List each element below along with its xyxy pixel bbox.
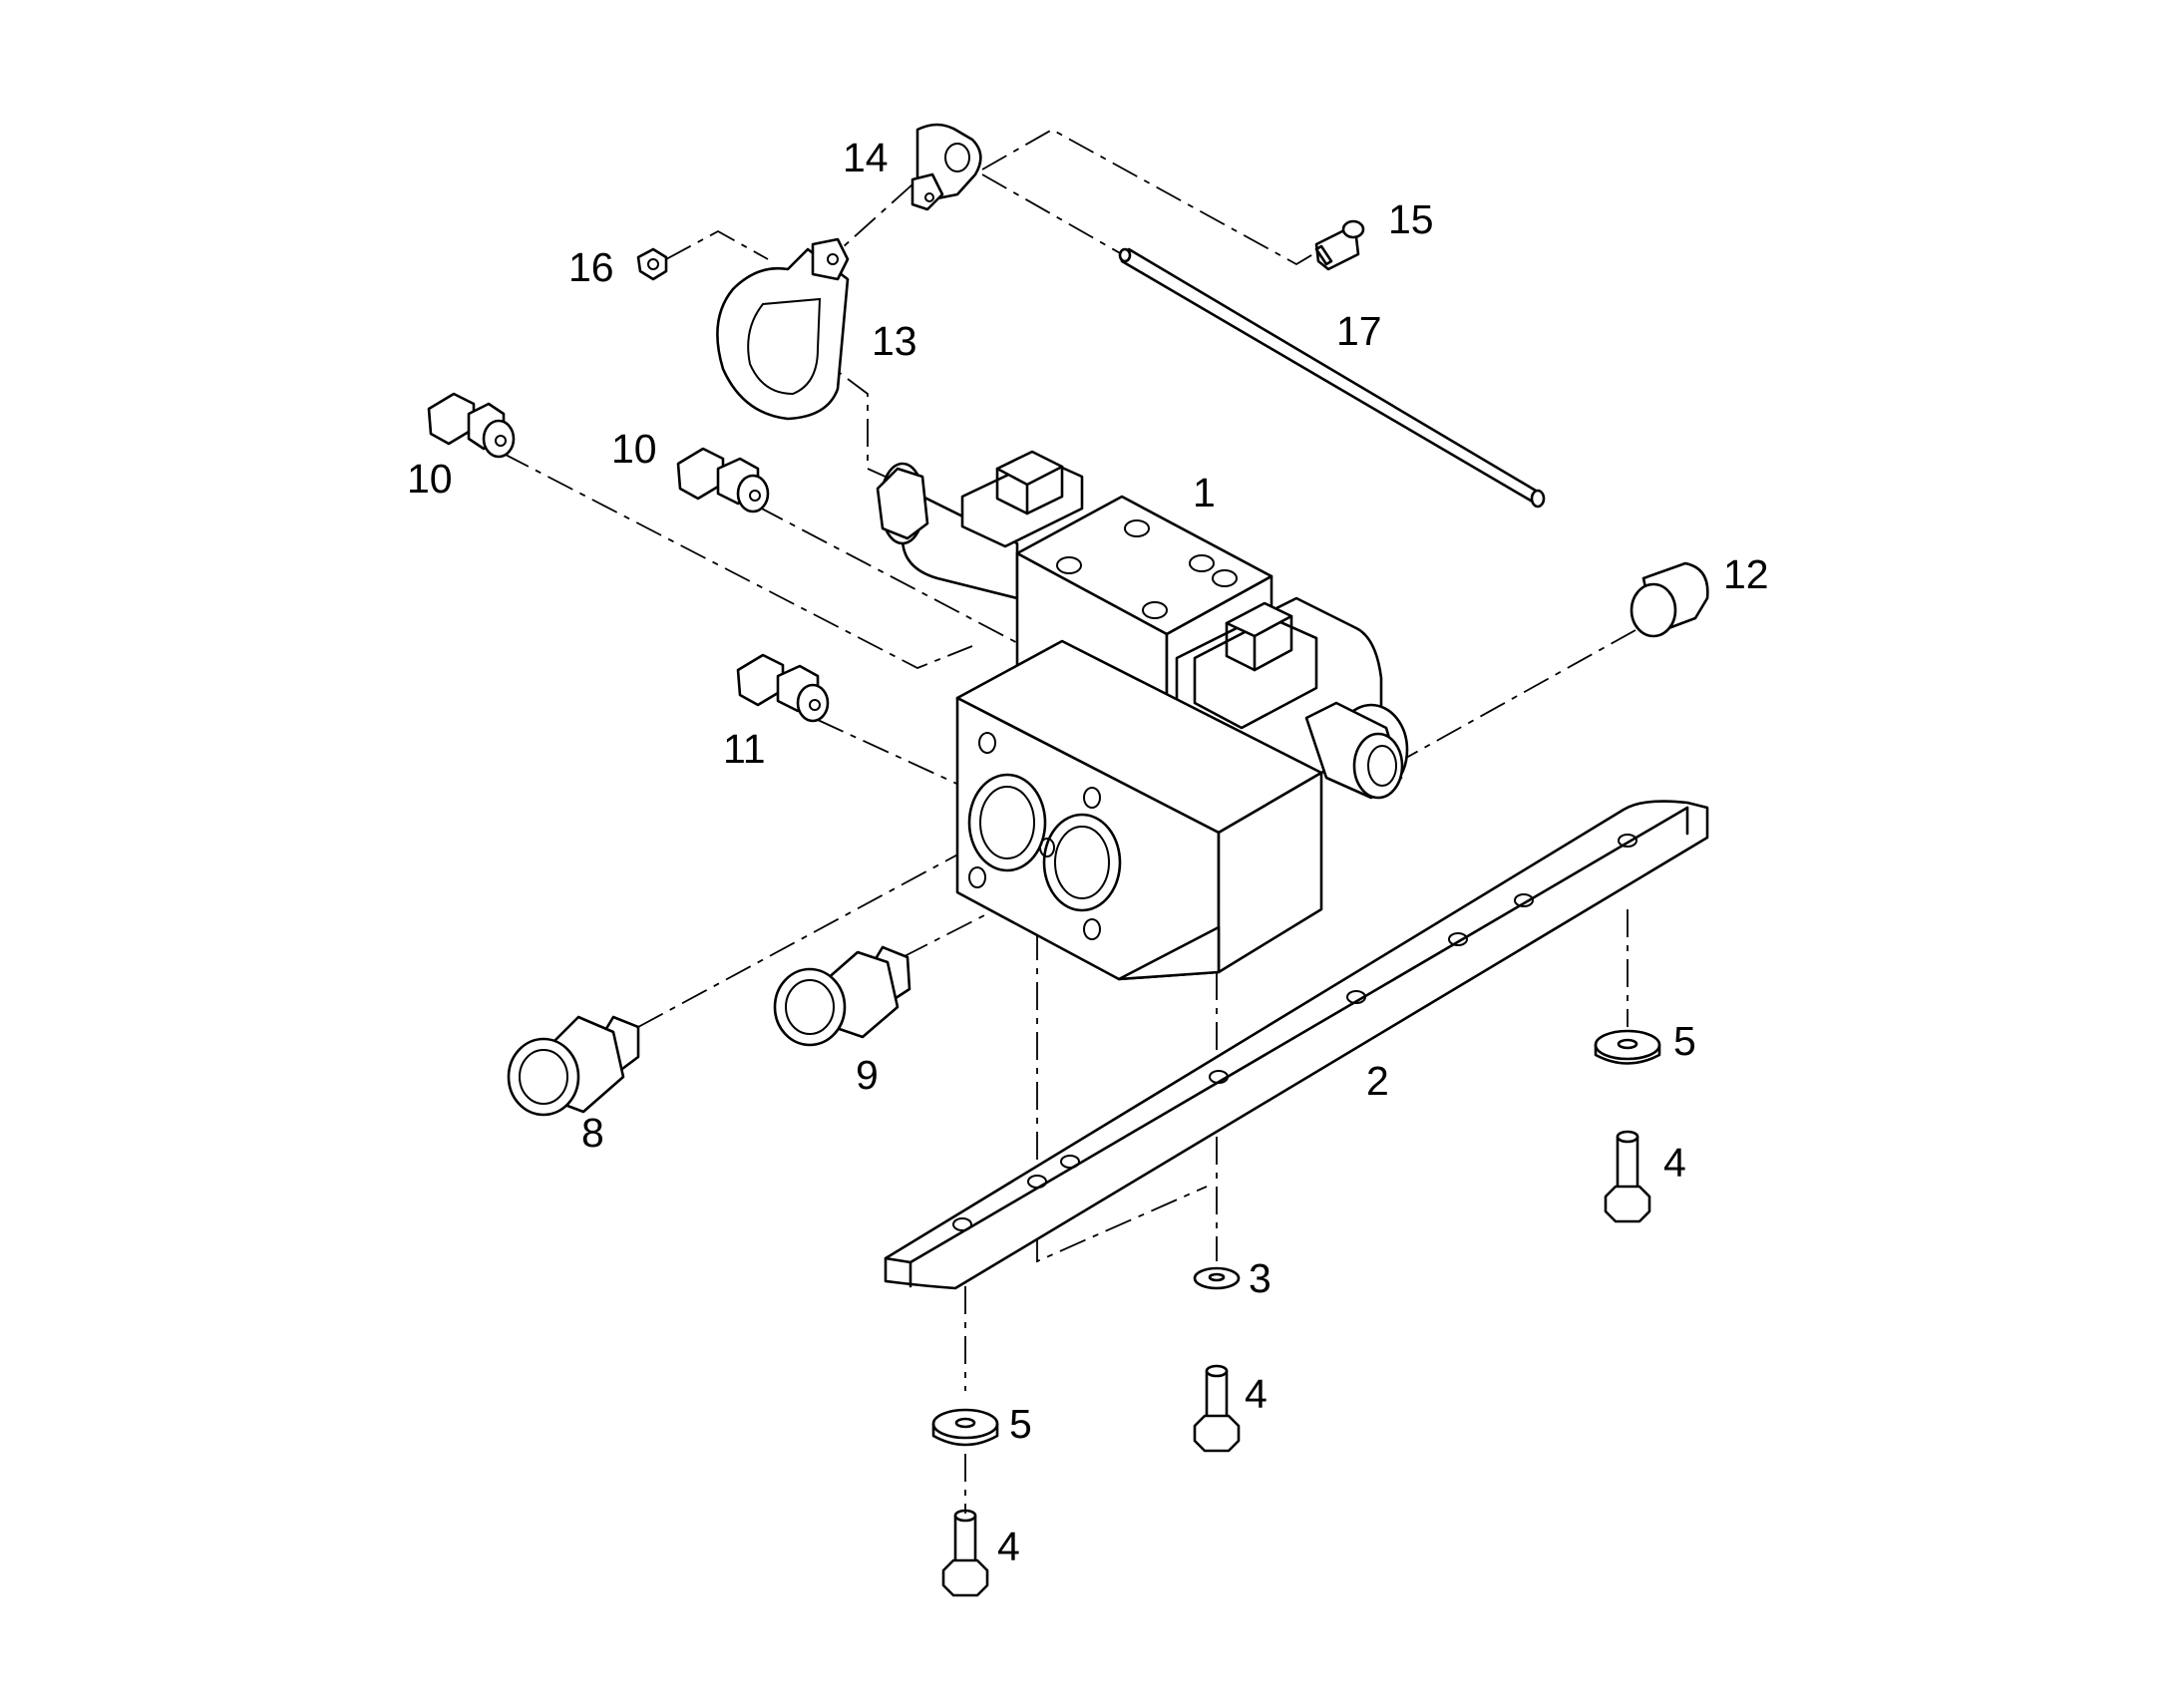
callout-14: 14	[843, 135, 889, 180]
callout-5-left: 5	[1009, 1401, 1032, 1447]
plate-holes	[952, 834, 1637, 1231]
washer-5-right	[1594, 1029, 1661, 1065]
callout-1: 1	[1193, 470, 1216, 515]
callout-15: 15	[1388, 196, 1434, 242]
fitting-8	[507, 1015, 640, 1117]
callout-17: 17	[1336, 308, 1382, 354]
bolt-4-right	[1604, 1130, 1651, 1223]
screw-15	[1314, 219, 1365, 271]
mounting-plate	[884, 800, 1709, 1290]
manifold-block	[955, 639, 1323, 981]
callout-9: 9	[856, 1052, 879, 1098]
callout-10-mid: 10	[611, 426, 657, 472]
callout-4-left: 4	[997, 1524, 1020, 1569]
fitting-10-mid	[676, 447, 770, 513]
callout-4-right: 4	[1663, 1140, 1686, 1186]
fitting-9	[773, 945, 911, 1047]
callout-11: 11	[723, 726, 766, 772]
callout-labels: 1 2 3 4 4 4 5 5 8 9 10 10 11 12 13 14 15…	[407, 135, 1769, 1569]
callout-4-mid: 4	[1245, 1371, 1268, 1417]
bolt-4-left	[941, 1454, 989, 1597]
fitting-11	[736, 653, 830, 723]
washer-3	[1193, 1266, 1241, 1290]
nut-16	[636, 247, 668, 281]
callout-16: 16	[568, 244, 614, 290]
plug-12	[1630, 561, 1709, 638]
callout-2: 2	[1366, 1058, 1389, 1104]
callout-10-left: 10	[407, 456, 453, 502]
bolt-4-mid	[1193, 1364, 1241, 1453]
callout-12: 12	[1723, 551, 1769, 597]
callout-5-right: 5	[1673, 1018, 1696, 1064]
fitting-10-left	[427, 392, 516, 459]
callout-3: 3	[1249, 1255, 1272, 1301]
clamp-13	[716, 237, 850, 421]
washer-5-left	[931, 1408, 999, 1447]
rod-17	[1118, 247, 1546, 509]
bracket-14	[910, 123, 982, 211]
callout-13: 13	[872, 318, 917, 364]
callout-8: 8	[581, 1110, 604, 1156]
